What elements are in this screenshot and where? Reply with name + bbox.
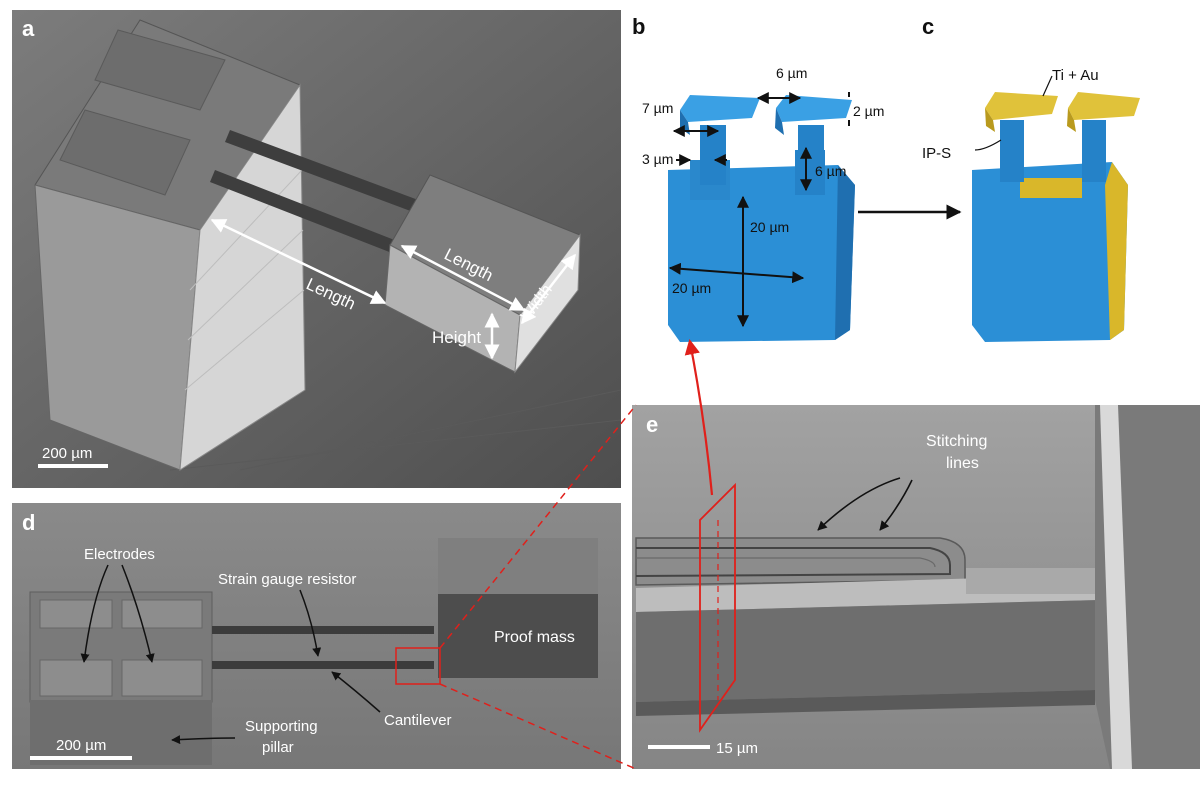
proof-mass-label: Proof mass <box>494 629 575 646</box>
panel-a-letter: a <box>22 16 35 41</box>
supporting-label-2: pillar <box>262 739 294 756</box>
panel-a: a Length Length Width Height 200 µm <box>12 10 622 488</box>
panel-e: e Stitching lines 15 µm <box>632 405 1200 769</box>
scale-bar-e-label: 15 µm <box>716 740 758 757</box>
stitching-label-1: Stitching <box>926 433 987 450</box>
dim-20um-h: 20 µm <box>672 280 711 296</box>
slice-to-block-arrow <box>684 338 714 496</box>
zoom-box <box>395 647 441 685</box>
dim-7um: 7 µm <box>642 100 673 116</box>
panel-d: d Electrodes Strain gauge resistor Proof… <box>12 503 621 769</box>
scale-bar-d-label: 200 µm <box>56 737 106 754</box>
stitching-label-2: lines <box>946 455 979 472</box>
connectors <box>439 338 714 770</box>
panel-e-letter: e <box>646 412 658 437</box>
dim-20um-v: 20 µm <box>750 219 789 235</box>
dim-2um: 2 µm <box>853 103 884 119</box>
ti-au-label: Ti + Au <box>1052 67 1099 84</box>
panel-b: b 6 µm 2 µm 7 µm 3 µm 6 µm 20 µm 20 µm <box>632 14 884 342</box>
supporting-label-1: Supporting <box>245 718 318 735</box>
cantilever-label: Cantilever <box>384 712 452 729</box>
panel-c-letter: c <box>922 14 934 39</box>
electrodes-label: Electrodes <box>84 546 155 563</box>
slice-plane <box>699 482 736 733</box>
ip-s-label: IP-S <box>922 145 951 162</box>
height-label: Height <box>432 328 481 347</box>
strain-gauge-label: Strain gauge resistor <box>218 571 356 588</box>
dim-3um: 3 µm <box>642 151 673 167</box>
panel-b-letter: b <box>632 14 645 39</box>
dim-6um-side: 6 µm <box>815 163 846 179</box>
panel-c: c Ti + Au IP-S <box>922 14 1140 342</box>
dim-6um-top: 6 µm <box>776 65 807 81</box>
scale-bar-a-label: 200 µm <box>42 445 92 462</box>
panel-d-letter: d <box>22 510 35 535</box>
